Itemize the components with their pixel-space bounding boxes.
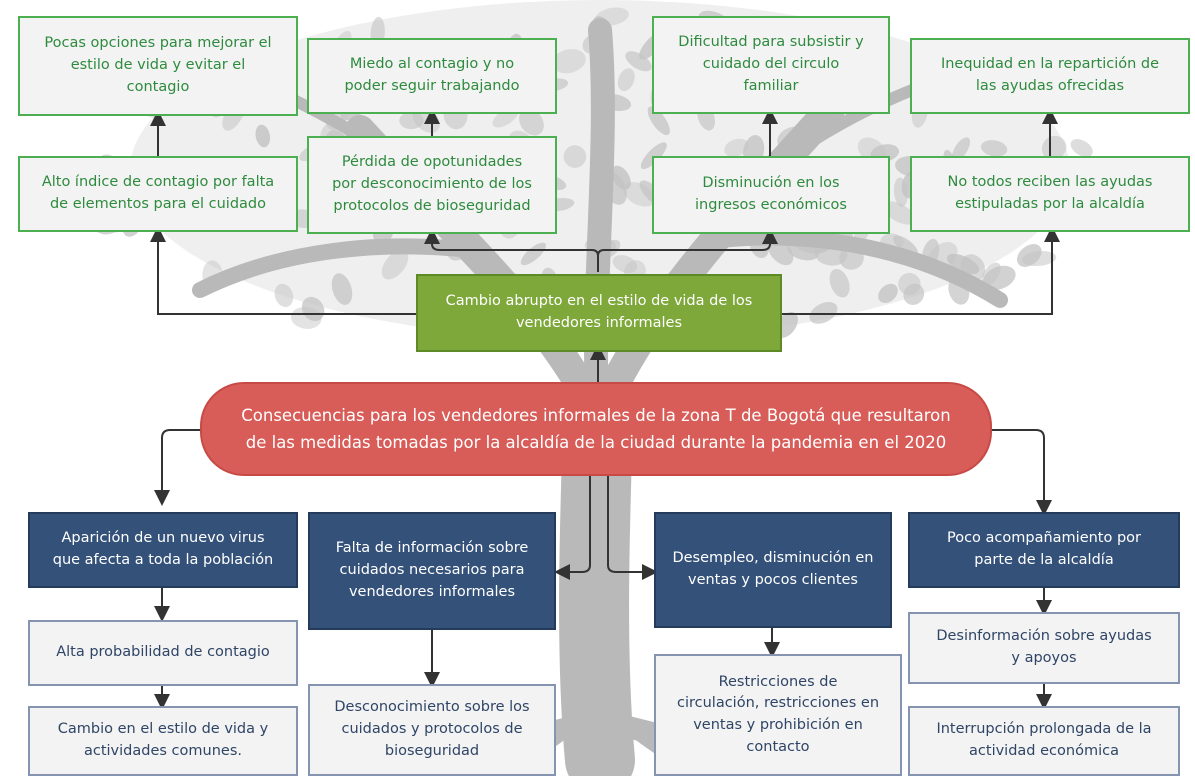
subcause-box: Interrupción prolongada de la actividad … [908,706,1180,776]
effect-level1-box: Pérdida de opotunidades por desconocimie… [307,136,557,234]
subcause-box: Alta probabilidad de contagio [28,620,298,686]
box-text: Desempleo, disminución en ventas y pocos… [672,550,874,588]
effect-level2-box: Dificultad para subsistir y cuidado del … [652,16,890,114]
subcause-box: Desinformación sobre ayudas y apoyos [908,612,1180,684]
box-text: Pocas opciones para mejorar el estilo de… [44,35,272,95]
box-text: Aparición de un nuevo virus que afecta a… [52,530,274,568]
subcause-box: Cambio en el estilo de vida y actividade… [28,706,298,776]
subcause-box: Restricciones de circulación, restriccio… [654,654,902,776]
leaf-shape [980,140,1008,157]
box-text: No todos reciben las ayudas estipuladas … [947,174,1153,212]
box-text: Desconocimiento sobre los cuidados y pro… [334,699,530,759]
box-text: Consecuencias para los vendedores inform… [241,405,951,452]
leaf-shape [625,51,652,72]
leaf-shape [951,137,971,162]
leaf-shape [617,68,635,92]
box-text: Cambio en el estilo de vida y actividade… [57,721,269,759]
box-text: Pérdida de opotunidades por desconocimie… [332,154,532,214]
leaf-shape [611,165,631,190]
effect-level2-box: Miedo al contagio y no poder seguir trab… [307,38,557,114]
effect-level1-box: No todos reciben las ayudas estipuladas … [910,156,1190,232]
box-text: Miedo al contagio y no poder seguir trab… [344,56,520,94]
leaf-shape [893,177,908,207]
leaf-shape [1070,139,1093,157]
subcause-box: Desconocimiento sobre los cuidados y pro… [308,684,556,776]
effect-level1-box: Disminución en los ingresos económicos [652,156,890,234]
box-text: Desinformación sobre ayudas y apoyos [936,628,1152,666]
effect-level2-box: Pocas opciones para mejorar el estilo de… [18,16,298,116]
leaf-shape [724,138,749,157]
box-text: Interrupción prolongada de la actividad … [936,721,1152,759]
central-problem-pill: Consecuencias para los vendedores inform… [200,382,992,476]
cause-box: Falta de información sobre cuidados nece… [308,512,556,630]
box-text: Dificultad para subsistir y cuidado del … [678,34,864,94]
cause-box: Desempleo, disminución en ventas y pocos… [654,512,892,628]
leaf-shape [640,142,667,170]
box-text: Alta probabilidad de contagio [56,644,270,661]
box-text: Cambio abrupto en el estilo de vida de l… [445,293,753,331]
box-text: Restricciones de circulación, restriccio… [676,673,880,755]
leaf-shape [563,145,587,168]
box-text: Poco acompañamiento por parte de la alca… [946,530,1142,568]
effect-level1-box: Alto índice de contagio por falta de ele… [18,156,298,232]
main-effect-box: Cambio abrupto en el estilo de vida de l… [416,274,782,352]
cause-box: Aparición de un nuevo virus que afecta a… [28,512,298,588]
cause-box: Poco acompañamiento por parte de la alca… [908,512,1180,588]
leaf-shape [1041,135,1067,160]
leaf-shape [255,124,271,148]
box-text: Disminución en los ingresos económicos [695,175,847,213]
box-text: Falta de información sobre cuidados nece… [335,540,529,600]
leaf-shape [519,108,544,136]
box-text: Inequidad en la repartición de las ayuda… [940,56,1160,94]
leaf-shape [551,49,586,74]
leaf-shape [399,111,424,130]
effect-level2-box: Inequidad en la repartición de las ayuda… [910,38,1190,114]
box-text: Alto índice de contagio por falta de ele… [41,174,275,212]
leaf-shape [883,201,916,225]
